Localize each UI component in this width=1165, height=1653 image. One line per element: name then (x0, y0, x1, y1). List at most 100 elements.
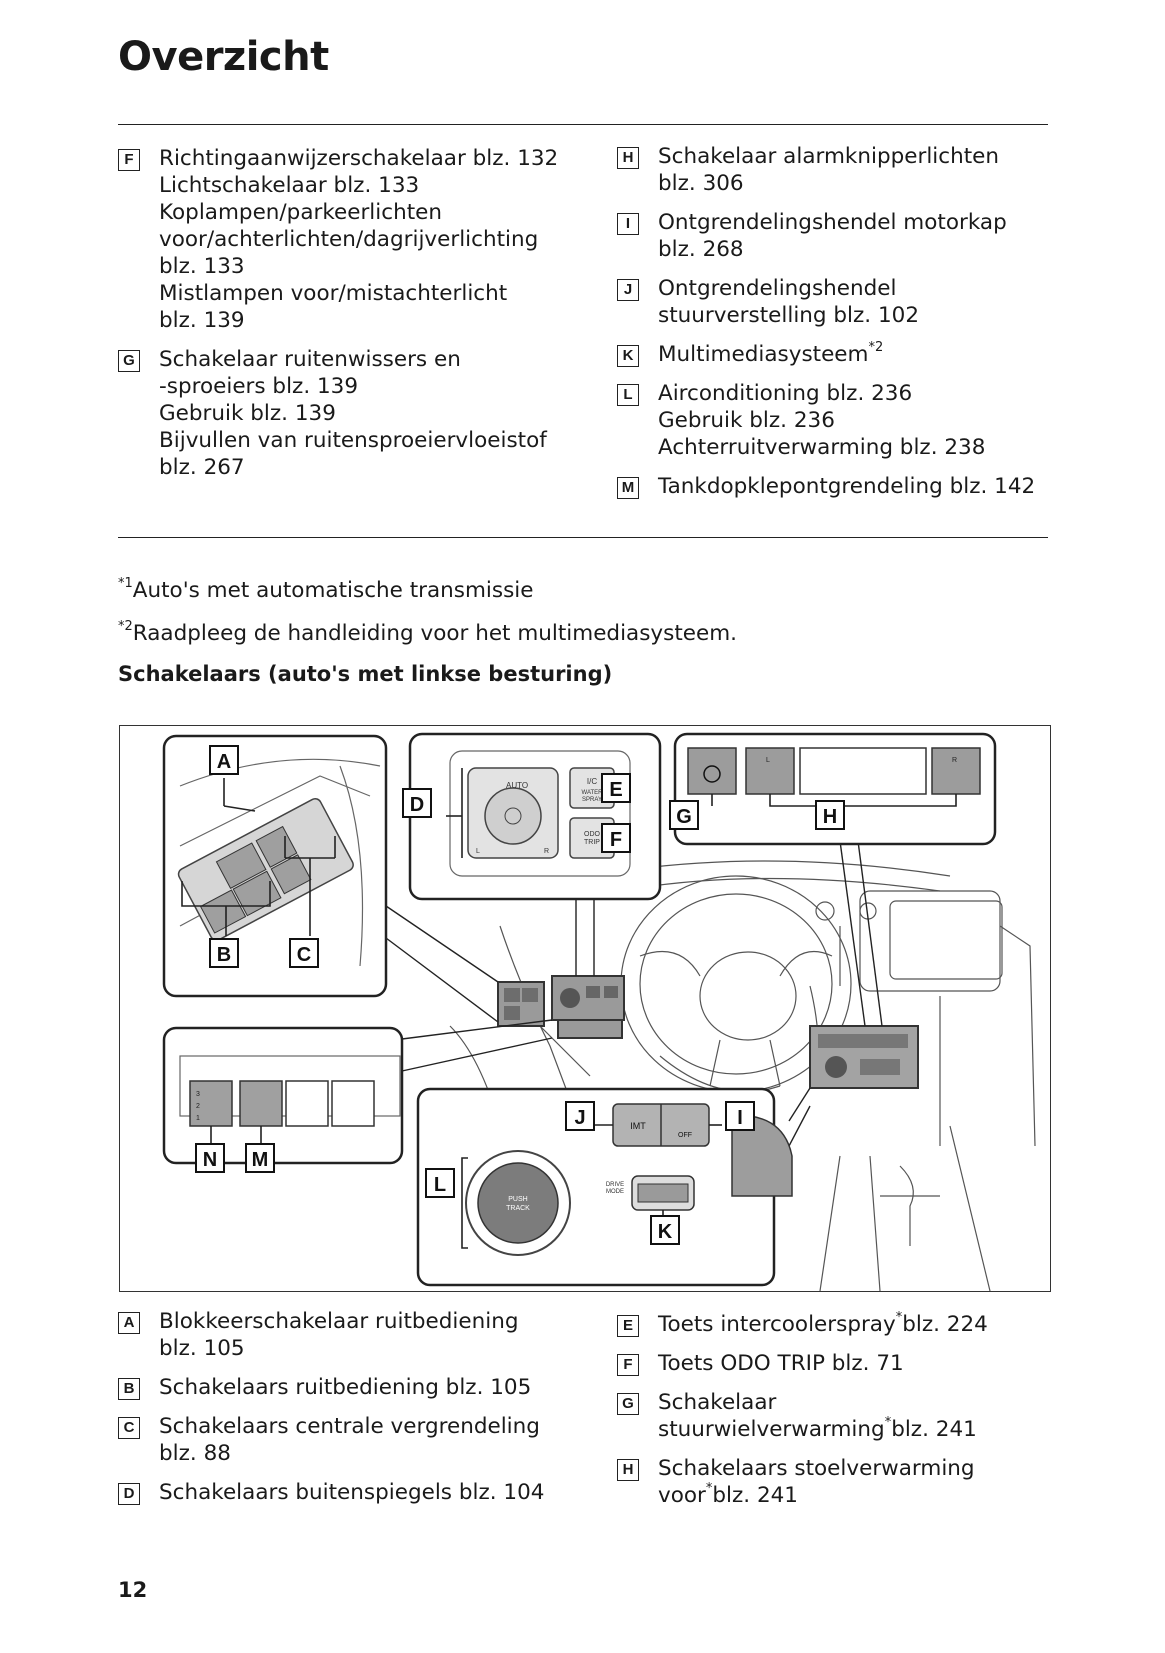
item-text: voor (658, 1483, 706, 1508)
panel-lower-console: IMT OFF PUSH TRACK DRIVE MODE (416, 1087, 793, 1287)
item-key: A (118, 1312, 140, 1334)
item-line: blz. 306 (658, 171, 744, 196)
footnote-text: Raadpleeg de handleiding voor het multim… (132, 621, 738, 646)
legend-item-d: D Schakelaars buitenspiegels blz. 104 (118, 1479, 588, 1506)
item-line: Richtingaanwijzerschakelaar blz. 132 (159, 146, 559, 171)
item-line: Koplampen/parkeerlichten (159, 200, 442, 225)
callout-label-k: K (658, 1221, 673, 1243)
panel-light-switches: 3 2 1 (162, 1026, 404, 1165)
callout-box-m (245, 1143, 275, 1173)
callout-label-d: D (410, 794, 424, 816)
legend-item-f2: F Toets ODO TRIP blz. 71 (617, 1350, 1057, 1377)
item-line: Mistlampen voor/mistachterlicht (159, 281, 508, 306)
item-line: Bijvullen van ruitensproeiervloeistof (159, 428, 547, 453)
item-key: F (118, 149, 140, 171)
callout-box-b (209, 938, 239, 968)
legend-item-b: B Schakelaars ruitbediening blz. 105 (118, 1374, 588, 1401)
switches-illustration: AUTO L R I/C WATER SPRAY ODO TRIP L R 3 … (119, 725, 1051, 1292)
item-text: stuurwielverwarming (658, 1417, 885, 1442)
item-line: Gebruik blz. 139 (159, 401, 336, 426)
item-line: Ontgrendelingshendel motorkap (658, 210, 1007, 235)
leader-lines (385, 840, 883, 1147)
item-lines: Schakelaars buitenspiegels blz. 104 (159, 1479, 588, 1506)
callout-label-n: N (203, 1149, 217, 1171)
odo-label: ODO (584, 831, 601, 838)
dial-3: 3 (196, 1091, 200, 1098)
bottom-right-column: E Toets intercoolerspray*blz. 224 F Toet… (617, 1311, 1057, 1509)
item-line: blz. 105 (159, 1336, 245, 1361)
callout-box-f (601, 823, 631, 853)
callout-box-h (815, 800, 845, 830)
legend-item-h2: H Schakelaars stoelverwarming voor*blz. … (617, 1455, 1057, 1509)
item-line: stuurverstelling blz. 102 (658, 303, 920, 328)
item-line: Achterruitverwarming blz. 238 (658, 435, 986, 460)
panel-heater-switches: L R (673, 732, 997, 846)
item-key: K (617, 345, 639, 367)
ic-label: I/C (587, 777, 597, 786)
callout-label-m: M (252, 1149, 269, 1171)
callout-label-c: C (297, 944, 311, 966)
item-key: I (617, 213, 639, 235)
item-line: -sproeiers blz. 139 (159, 374, 359, 399)
item-lines: Schakelaars ruitbediening blz. 105 (159, 1374, 588, 1401)
push-label: PUSH (508, 1196, 527, 1203)
callout-label-j: J (574, 1107, 585, 1129)
item-text: Multimediasysteem (658, 342, 869, 367)
item-line: Schakelaars buitenspiegels blz. 104 (159, 1480, 545, 1505)
dial-1: 1 (196, 1115, 200, 1122)
item-key: H (617, 147, 639, 169)
item-line: Schakelaars ruitbediening blz. 105 (159, 1375, 532, 1400)
item-line: blz. 88 (159, 1441, 231, 1466)
legend-item-e: E Toets intercoolerspray*blz. 224 (617, 1311, 1057, 1338)
callout-box-i (725, 1101, 755, 1131)
footnote-mark: *2 (118, 618, 133, 634)
item-key: J (617, 279, 639, 301)
trip-label: TRIP (584, 839, 600, 846)
item-text: Toets ODO TRIP blz. 71 (658, 1351, 904, 1376)
section-heading: Schakelaars (auto's met linkse besturing… (118, 662, 613, 686)
item-line: voor/achterlichten/dagrijverlichting (159, 227, 539, 252)
spray-label: SPRAY (582, 797, 602, 803)
callout-label-a: A (217, 751, 231, 773)
item-line: blz. 133 (159, 254, 245, 279)
item-key: L (617, 384, 639, 406)
item-line: blz. 268 (658, 237, 744, 262)
callout-box-j (565, 1101, 595, 1131)
item-line: Schakelaar alarmknipperlichten (658, 144, 999, 169)
item-line: Schakelaars centrale vergrendeling (159, 1414, 540, 1439)
legend-item-k: K Multimediasysteem*2 (617, 341, 1057, 368)
item-page-ref: blz. 241 (712, 1483, 798, 1508)
water-label: WATER (582, 790, 604, 796)
item-line: Gebruik blz. 236 (658, 408, 835, 433)
dial-2: 2 (196, 1103, 200, 1110)
mirror-auto-label: AUTO (506, 781, 528, 790)
mode-label: MODE (606, 1189, 624, 1195)
item-key: C (118, 1417, 140, 1439)
legend-item-g2: G Schakelaar stuurwielverwarming*blz. 24… (617, 1389, 1057, 1443)
legend-item-g: G Schakelaar ruitenwissers en-sproeiers … (118, 346, 578, 481)
mid-divider (118, 537, 1048, 538)
mirror-r-label: R (544, 848, 549, 855)
item-key: D (118, 1483, 140, 1505)
footnote-mark: * (705, 1480, 713, 1496)
footnote-text: Auto's met automatische transmissie (132, 578, 534, 603)
drive-label: DRIVE (606, 1182, 624, 1188)
item-line: Tankdopklepontgrendeling blz. 142 (658, 474, 1036, 499)
legend-item-m: M Tankdopklepontgrendeling blz. 142 (617, 473, 1057, 500)
callout-box-k (650, 1215, 680, 1245)
item-key: H (617, 1459, 639, 1481)
item-line: Lichtschakelaar blz. 133 (159, 173, 420, 198)
